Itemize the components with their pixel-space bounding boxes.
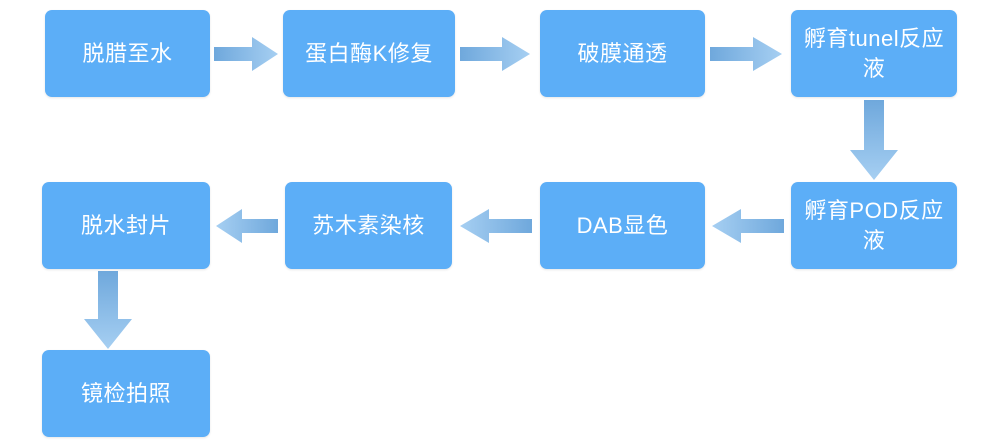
arrow-left-1 — [712, 209, 784, 243]
arrow-left-3 — [216, 209, 278, 243]
node-label: 脱水封片 — [80, 212, 171, 238]
arrow-right-2 — [460, 37, 530, 71]
arrow-down-2 — [84, 271, 132, 349]
arrow-left-2 — [460, 209, 532, 243]
node-label: DAB显色 — [576, 212, 669, 238]
process-node-3[interactable]: 破膜通透 — [540, 10, 705, 97]
process-node-1[interactable]: 脱腊至水 — [45, 10, 210, 97]
process-node-5[interactable]: 孵育POD反应液 — [791, 182, 957, 269]
node-label: 孵育tunel反应液 — [803, 26, 945, 81]
process-node-7[interactable]: 苏木素染核 — [285, 182, 452, 269]
node-label: 破膜通透 — [577, 40, 668, 66]
arrow-right-1 — [214, 37, 278, 71]
node-label: 镜检拍照 — [80, 380, 171, 406]
process-node-4[interactable]: 孵育tunel反应液 — [791, 10, 957, 97]
node-label: 脱腊至水 — [82, 40, 173, 66]
arrow-right-3 — [710, 37, 782, 71]
node-label: 苏木素染核 — [312, 212, 425, 238]
arrow-down-1 — [850, 100, 898, 180]
process-node-2[interactable]: 蛋白酶K修复 — [283, 10, 455, 97]
process-node-9[interactable]: 镜检拍照 — [42, 350, 210, 437]
process-node-8[interactable]: 脱水封片 — [42, 182, 210, 269]
process-node-6[interactable]: DAB显色 — [540, 182, 705, 269]
node-label: 蛋白酶K修复 — [305, 40, 433, 66]
node-label: 孵育POD反应液 — [804, 198, 944, 253]
